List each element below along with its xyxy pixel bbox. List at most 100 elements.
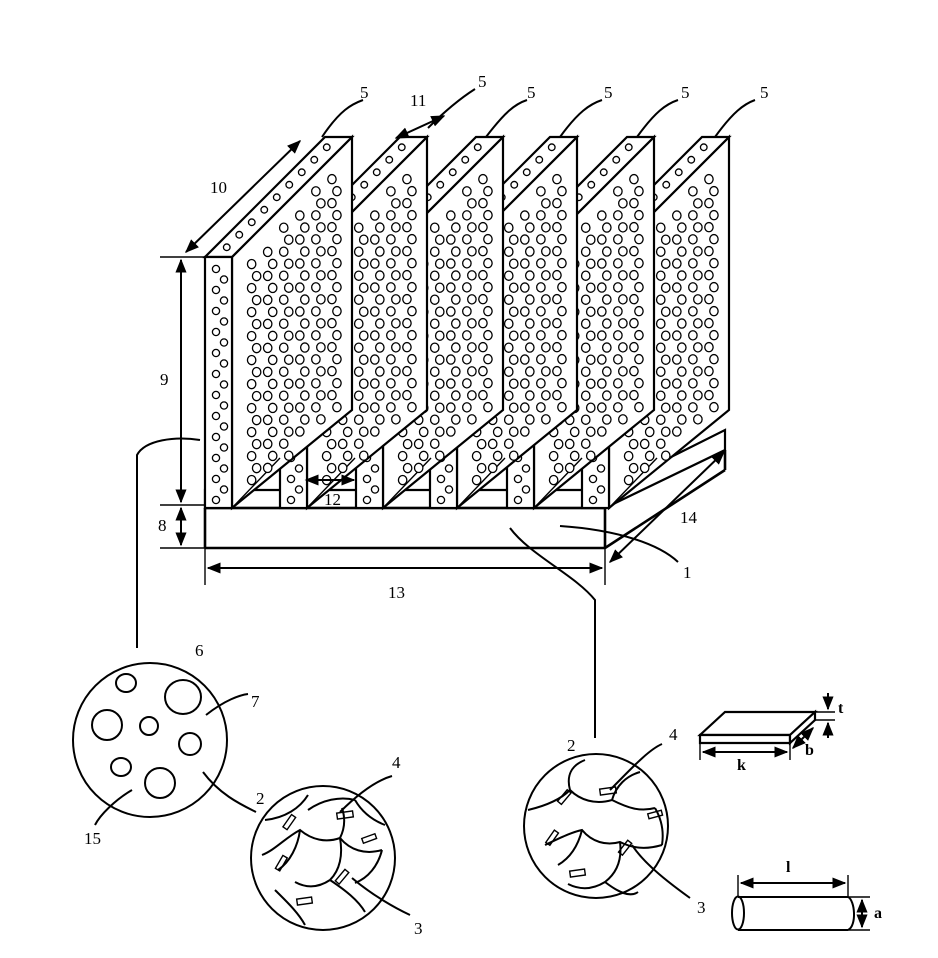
pore-hole [510,283,518,292]
pore-hole [287,496,294,503]
pore-hole [505,415,513,424]
label-fin-spacing: 12 [324,490,341,509]
pore-hole [463,307,471,316]
pore-hole [689,187,697,196]
pore-hole [287,475,294,482]
pore-hole [333,259,341,268]
pore-hole [662,379,670,388]
pore-hole [624,475,632,484]
pore-hole [247,379,255,388]
pore-hole [673,211,681,220]
pore-hole [286,181,293,188]
pore-hole [689,403,697,412]
pore-hole [521,403,529,412]
pore-hole [295,486,302,493]
pore-hole [710,187,718,196]
pore-hole [392,343,400,352]
pore-hole [312,211,320,220]
pore-hole [619,391,627,400]
pore-hole [477,439,485,448]
pore-hole [212,265,219,272]
pore-hole [386,156,393,163]
pore-hole [582,439,590,448]
pore-hole [662,403,670,412]
pore-hole [521,379,529,388]
pore-hole [355,391,363,400]
pore-hole [479,175,487,184]
pore-hole [212,349,219,356]
pore-hole [553,295,561,304]
pore-hole [570,451,578,460]
pore-hole [363,496,370,503]
pore-hole [689,355,697,364]
pore-hole [408,403,416,412]
pore-hole [678,271,686,280]
pore-hole [252,367,260,376]
pore-hole [296,379,304,388]
pore-hole [542,343,550,352]
pore-hole [327,439,335,448]
pore-hole [510,403,518,412]
pore-hole [463,235,471,244]
pore-hole [445,486,452,493]
pore-hole [263,247,271,256]
pore-hole [360,403,368,412]
pore-hole [280,391,288,400]
pore-hole [635,187,643,196]
pore-hole [280,319,288,328]
pore-hole [657,295,665,304]
pore-hole [212,328,219,335]
pore-hole [301,295,309,304]
pore-hole [614,187,622,196]
pore-hole [705,391,713,400]
pore-hole [301,343,309,352]
pore-hole [403,247,411,256]
pore-hole [317,199,325,208]
pore-hole [463,331,471,340]
pore-hole [537,307,545,316]
pore-hole [603,343,611,352]
pore-hole [510,451,518,460]
label-rod-diameter: a [874,905,882,922]
label-flake-thickness: t [838,700,844,717]
pore-hole [247,403,255,412]
pore-hole [689,331,697,340]
pore-hole [371,427,379,436]
pore-hole [317,295,325,304]
label-base-depth: 14 [680,508,698,527]
pore-hole [371,211,379,220]
pore-hole [510,331,518,340]
pore-hole [553,223,561,232]
pore-hole [640,463,648,472]
pore-hole [212,391,219,398]
pore-hole [600,169,607,176]
pore-hole [408,235,416,244]
pore-hole [295,465,302,472]
pore-hole [705,175,713,184]
pore-hole [587,307,595,316]
pore-hole [285,283,293,292]
pore-hole [376,223,384,232]
pore-hole [252,271,260,280]
pore-hole [338,439,346,448]
pore-hole [298,169,305,176]
pore-hole [542,295,550,304]
pore-hole [694,199,702,208]
pore-hole [694,415,702,424]
pore-hole [452,415,460,424]
pore-hole [526,391,534,400]
pore-hole [312,283,320,292]
pore-hole [247,331,255,340]
pore-hole [317,343,325,352]
pore-hole [445,465,452,472]
pore-hole [673,403,681,412]
pore-hole [252,415,260,424]
pore-hole [582,319,590,328]
pore-hole [673,283,681,292]
pore-hole [582,247,590,256]
pore-hole [553,367,561,376]
pore-hole [526,343,534,352]
pore-hole [280,271,288,280]
pore-hole [542,391,550,400]
pore-hole [488,439,496,448]
